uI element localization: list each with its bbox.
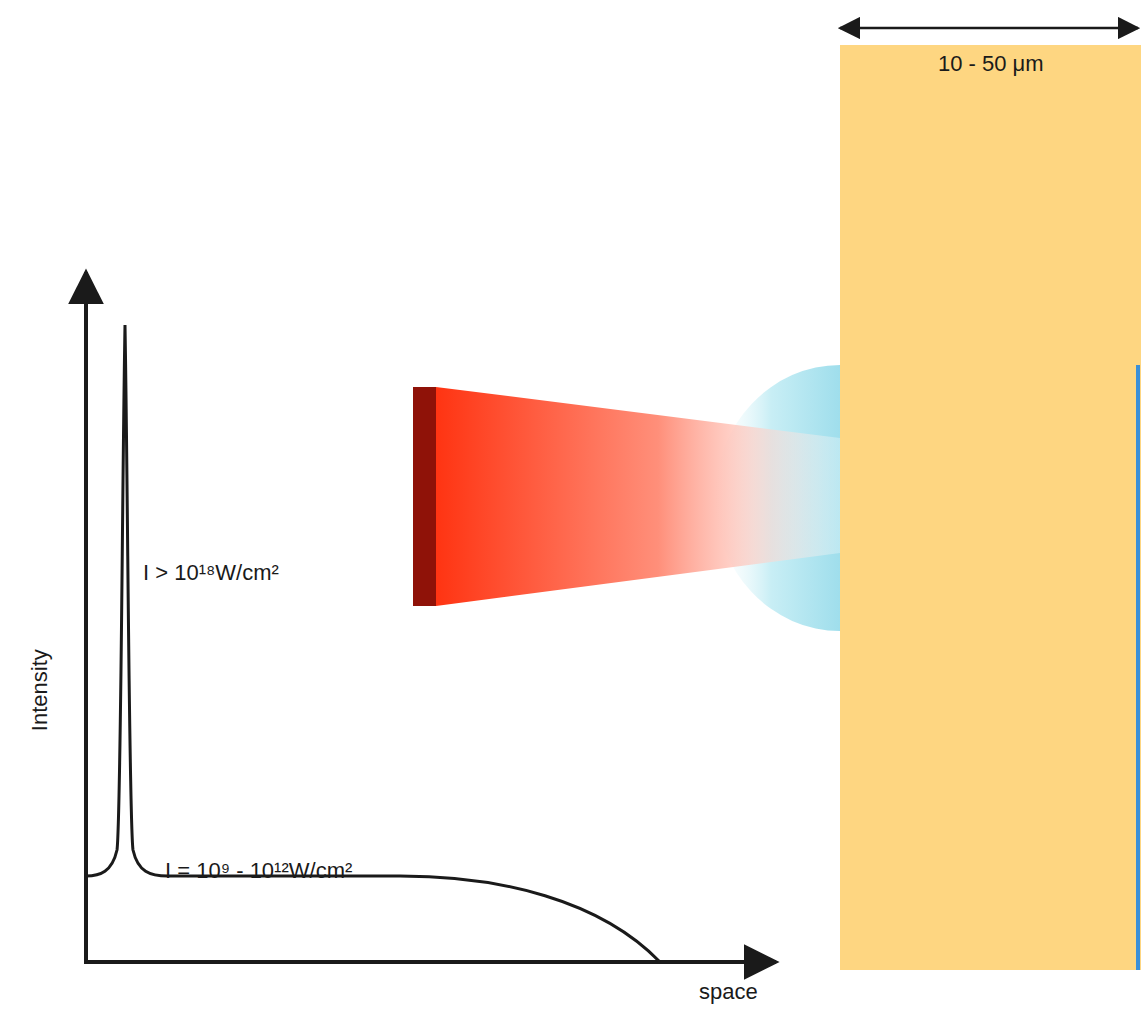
y-axis: [84, 272, 88, 963]
laser-beam: [436, 387, 840, 606]
thickness-label: 10 - 50 μm: [938, 51, 1044, 77]
laser-source: [413, 387, 436, 606]
pedestal-intensity-label: I = 10⁹ - 10¹²W/cm²: [165, 858, 352, 884]
x-axis: [84, 960, 776, 964]
foil-target: [840, 45, 1141, 970]
dimension-arrow: [840, 27, 1138, 30]
rear-surface: [1136, 365, 1140, 970]
axis-label: space: [699, 979, 758, 1005]
peak-intensity-label: I > 10¹⁸W/cm²: [143, 560, 279, 586]
intensity-curve: [86, 325, 660, 962]
axis-label: Intensity: [27, 649, 53, 731]
foil-target-box: 10 - 50 μm: [840, 45, 1141, 970]
